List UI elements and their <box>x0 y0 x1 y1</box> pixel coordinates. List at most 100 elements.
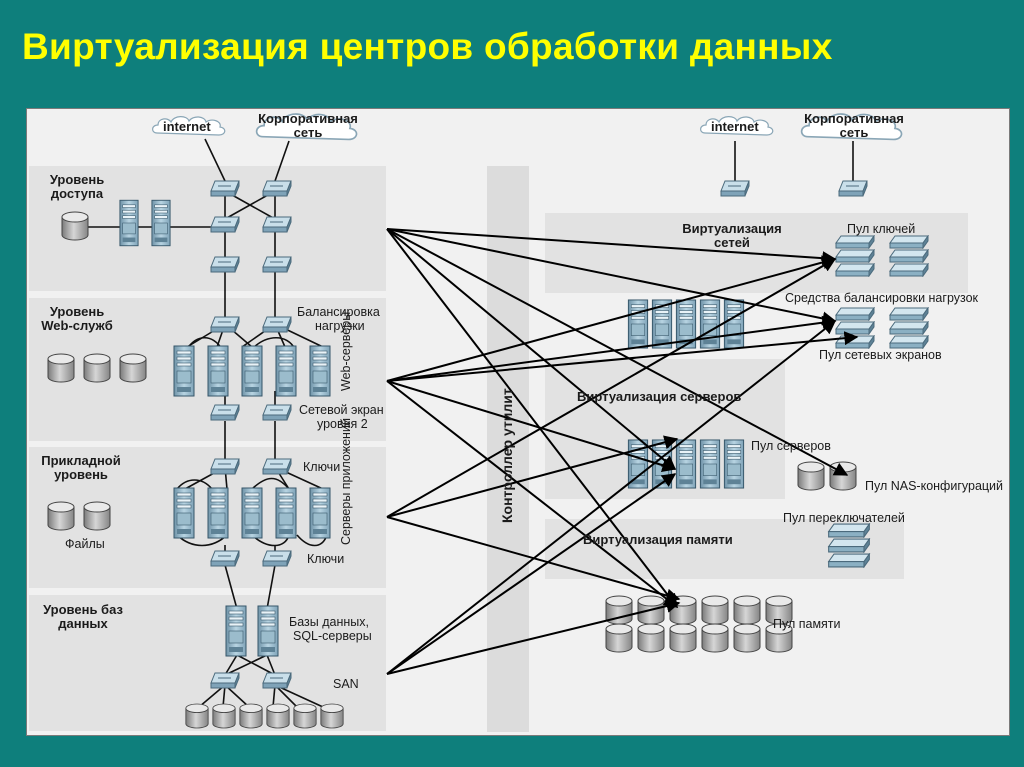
disk-icon <box>119 353 147 383</box>
load-balancing-label-line2: нагрузки <box>315 319 365 333</box>
right-network-links <box>734 141 854 181</box>
switch-icon <box>210 672 240 689</box>
arrow-icon <box>386 473 677 675</box>
slide-title: Виртуализация центров обработки данных <box>22 26 833 67</box>
firewall-label-line1: Сетевой экран <box>299 403 384 417</box>
disk-icon <box>47 353 75 383</box>
switch-icon <box>262 180 292 197</box>
tier-access-label-line2: доступа <box>50 186 104 201</box>
server-virtualization-label: Виртуализация серверов <box>577 389 742 404</box>
switch-icon <box>262 458 292 475</box>
arrow-icon <box>386 380 677 473</box>
corporate-network-right-line1: Корпоративная <box>804 111 904 126</box>
files-label: Файлы <box>65 537 105 551</box>
disk-icon <box>185 703 209 729</box>
arrow-icon <box>386 380 679 608</box>
server-rack-icon <box>173 487 195 539</box>
switch-icon <box>720 180 750 197</box>
switch-icon <box>210 316 240 333</box>
server-rack-icon <box>119 199 139 247</box>
switch-icon <box>262 216 292 233</box>
san-label: SAN <box>333 677 359 691</box>
server-pool-label: Пул серверов <box>751 439 831 453</box>
corporate-network-label-line2: сеть <box>293 125 323 140</box>
db-label-line1: Базы данных, <box>289 615 369 629</box>
corporate-network-right-line2: сеть <box>839 125 869 140</box>
disk-icon <box>83 353 111 383</box>
switch-pool-stack <box>828 523 870 568</box>
load-balancing-means-label: Средства балансировки нагрузок <box>785 291 979 305</box>
tier-app-label-line2: уровень <box>54 467 108 482</box>
diagram-panel: internet Корпоративная сеть Уровень дост… <box>26 108 1010 736</box>
arrow-icon <box>386 331 859 382</box>
switch-pool-label: Пул переключателей <box>783 511 905 525</box>
server-rack-icon <box>241 345 263 397</box>
switch-icon <box>210 256 240 273</box>
arrow-icon <box>386 228 677 470</box>
disk-icon <box>61 211 89 241</box>
disk-icon <box>320 703 344 729</box>
load-balancing-label-line1: Балансировка <box>297 305 380 319</box>
firewall-pool-stack <box>835 307 929 349</box>
db-label-line2: SQL-серверы <box>293 629 372 643</box>
switch-icon <box>210 216 240 233</box>
tier-db-label-line2: данных <box>58 616 108 631</box>
server-rack-icon <box>207 345 229 397</box>
arrow-icon <box>386 599 681 675</box>
arrow-icon <box>386 228 837 266</box>
internet-label-right: internet <box>711 119 759 134</box>
server-rack-icon <box>275 487 297 539</box>
switch-icon <box>262 550 292 567</box>
arrow-icon <box>386 228 837 326</box>
keys-bottom-label: Ключи <box>307 552 345 566</box>
keys-top-label: Ключи <box>303 460 341 474</box>
memory-pool-disks <box>605 595 793 653</box>
server-rack-icon <box>309 345 331 397</box>
tier-app-label-line1: Прикладной <box>41 453 121 468</box>
corporate-network-label-line1: Корпоративная <box>258 111 358 126</box>
tier-access-label-line1: Уровень <box>49 172 105 187</box>
switch-icon <box>262 316 292 333</box>
disk-icon <box>266 703 290 729</box>
datacenter-diagram <box>29 113 968 732</box>
disk-icon <box>829 461 857 491</box>
arrow-icon <box>386 435 679 518</box>
disk-icon <box>212 703 236 729</box>
internet-label: internet <box>163 119 211 134</box>
arrow-icon <box>386 228 849 476</box>
disk-icon <box>797 461 825 491</box>
firewall-pool-label: Пул сетевых экранов <box>819 348 942 362</box>
utility-controller-label: Контроллер утилит <box>499 388 515 523</box>
mapping-arrows <box>386 228 859 675</box>
server-rack-icon <box>309 487 331 539</box>
switch-icon <box>262 404 292 421</box>
tier-web-label-line2: Web-служб <box>41 318 113 333</box>
disk-icon <box>47 501 75 531</box>
server-rack-icon <box>207 487 229 539</box>
tier-db-label-line1: Уровень баз <box>43 602 123 617</box>
switch-icon <box>210 180 240 197</box>
network-virtualization-label-line2: сетей <box>714 235 750 250</box>
tier-band-access <box>29 166 386 291</box>
db-server-icon <box>257 605 279 657</box>
disk-icon <box>239 703 263 729</box>
arrow-icon <box>386 228 678 609</box>
disk-icon <box>83 501 111 531</box>
key-pool-label: Пул ключей <box>847 222 916 236</box>
arrow-icon <box>386 255 837 382</box>
utility-controller-band <box>487 166 529 732</box>
web-servers-label: Web-серверы <box>339 311 353 391</box>
disk-icon <box>293 703 317 729</box>
arrow-icon <box>386 258 837 518</box>
arrow-icon <box>386 320 837 675</box>
network-virtualization-label-line1: Виртуализация <box>682 221 782 236</box>
db-server-icon <box>225 605 247 657</box>
arrow-icon <box>386 315 837 382</box>
firewall-label-line2: уровня 2 <box>317 417 368 431</box>
nas-pool-label: Пул NAS-конфигураций <box>865 479 1004 493</box>
switch-icon <box>262 672 292 689</box>
switch-icon <box>262 256 292 273</box>
memory-pool-label: Пул памяти <box>773 617 841 631</box>
server-rack-icon <box>275 345 297 397</box>
memory-virtualization-label: Виртуализация памяти <box>583 532 733 547</box>
